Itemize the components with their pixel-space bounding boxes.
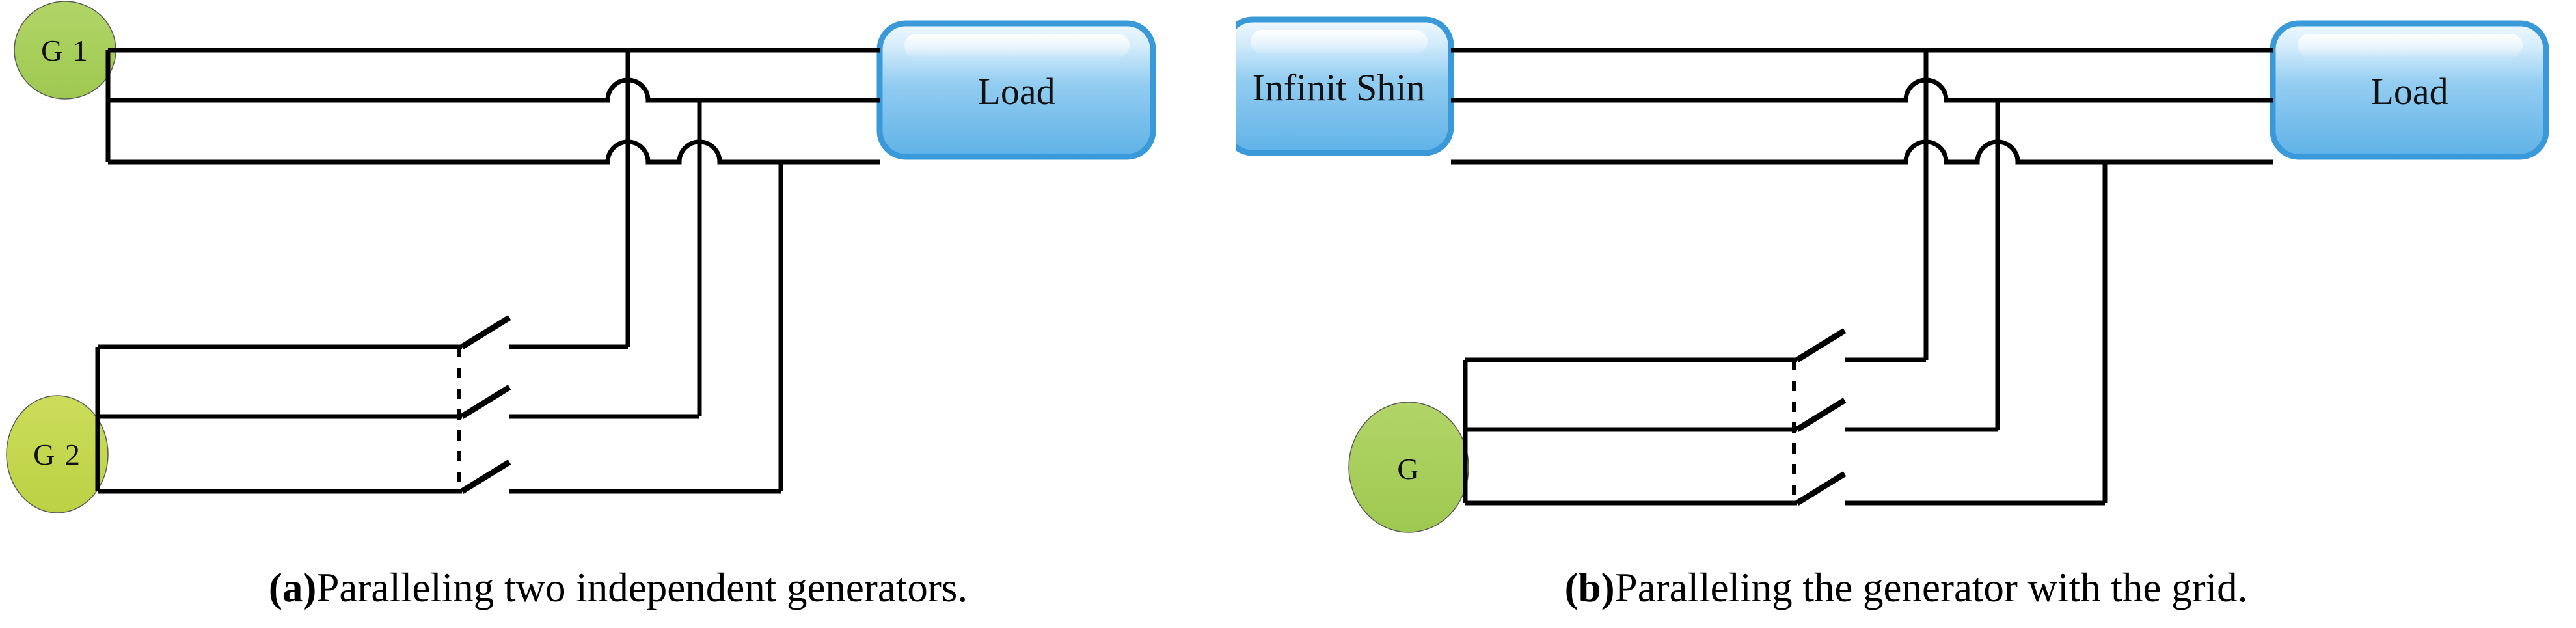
caption-a-tag: (a) — [268, 564, 317, 610]
phase-3-conductor-b — [1451, 139, 2273, 165]
caption-b-text: Paralleling the generator with the grid. — [1614, 564, 2248, 610]
drop-conductors-b — [1923, 50, 2108, 503]
panel-b-circuit-svg — [1236, 16, 2549, 533]
phase-2-conductor-a — [108, 77, 880, 103]
bus-conductors-b — [1451, 48, 2273, 165]
grid-source-box-b — [1236, 16, 1454, 156]
caption-b-tag: (b) — [1564, 564, 1615, 610]
generator-g1-ellipse — [14, 1, 116, 100]
grid-source-box-b-gloss — [1251, 30, 1428, 53]
generator-g2-ellipse — [6, 395, 109, 513]
generator-g-b — [1348, 402, 1469, 533]
load-box-a — [876, 20, 1156, 160]
phase-3-conductor-a — [108, 139, 880, 165]
switch-blade-1-a[interactable] — [460, 315, 511, 349]
generator-g-feeders-b — [1463, 357, 1797, 506]
switch-blade-2-a[interactable] — [460, 385, 511, 419]
phase-2-conductor-b — [1451, 77, 2273, 103]
switch-output-runs-a — [509, 344, 781, 494]
generator-g1 — [14, 1, 116, 100]
switch-blade-3-b[interactable] — [1795, 471, 1847, 506]
caption-b: (b) Paralleling the generator with the g… — [1236, 558, 2576, 617]
panel-b-paralleling-with-grid: Infinit Shin G Load — [1236, 0, 2576, 628]
three-pole-switch-b[interactable] — [1792, 328, 1847, 506]
load-box-a-gloss — [904, 34, 1130, 57]
generator-g-b-ellipse — [1348, 402, 1469, 533]
load-box-b — [2270, 20, 2549, 160]
bus-conductors-a — [105, 48, 880, 165]
generator-g2-feeders-a — [95, 344, 462, 494]
switch-blade-2-b[interactable] — [1795, 398, 1847, 432]
switch-blade-3-a[interactable] — [460, 459, 511, 494]
load-box-b-gloss — [2298, 34, 2523, 57]
caption-a-text: Paralleling two independent generators. — [316, 564, 968, 610]
caption-a: (a) Paralleling two independent generato… — [0, 558, 1236, 617]
generator-g2 — [6, 395, 109, 513]
drop-conductors-a — [625, 50, 783, 491]
three-pole-switch-a[interactable] — [457, 315, 511, 494]
switch-output-runs-b — [1845, 357, 2105, 506]
switch-blade-1-b[interactable] — [1795, 328, 1847, 362]
panel-a-paralleling-two-generators: G 1 G 2 Load — [0, 0, 1236, 628]
panel-a-circuit-svg — [6, 1, 1156, 513]
